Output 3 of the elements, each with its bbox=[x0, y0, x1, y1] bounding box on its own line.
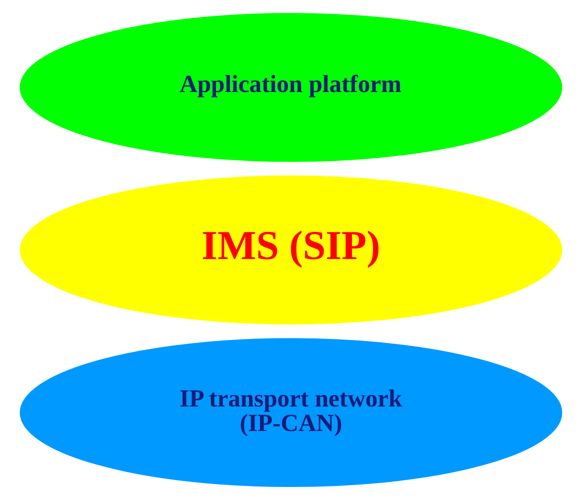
node-ellipse: IMS (SIP) bbox=[20, 176, 562, 324]
node-ellipse: Application platform bbox=[20, 12, 562, 162]
node-ellipse: IP transport network (IP-CAN) bbox=[20, 338, 562, 488]
